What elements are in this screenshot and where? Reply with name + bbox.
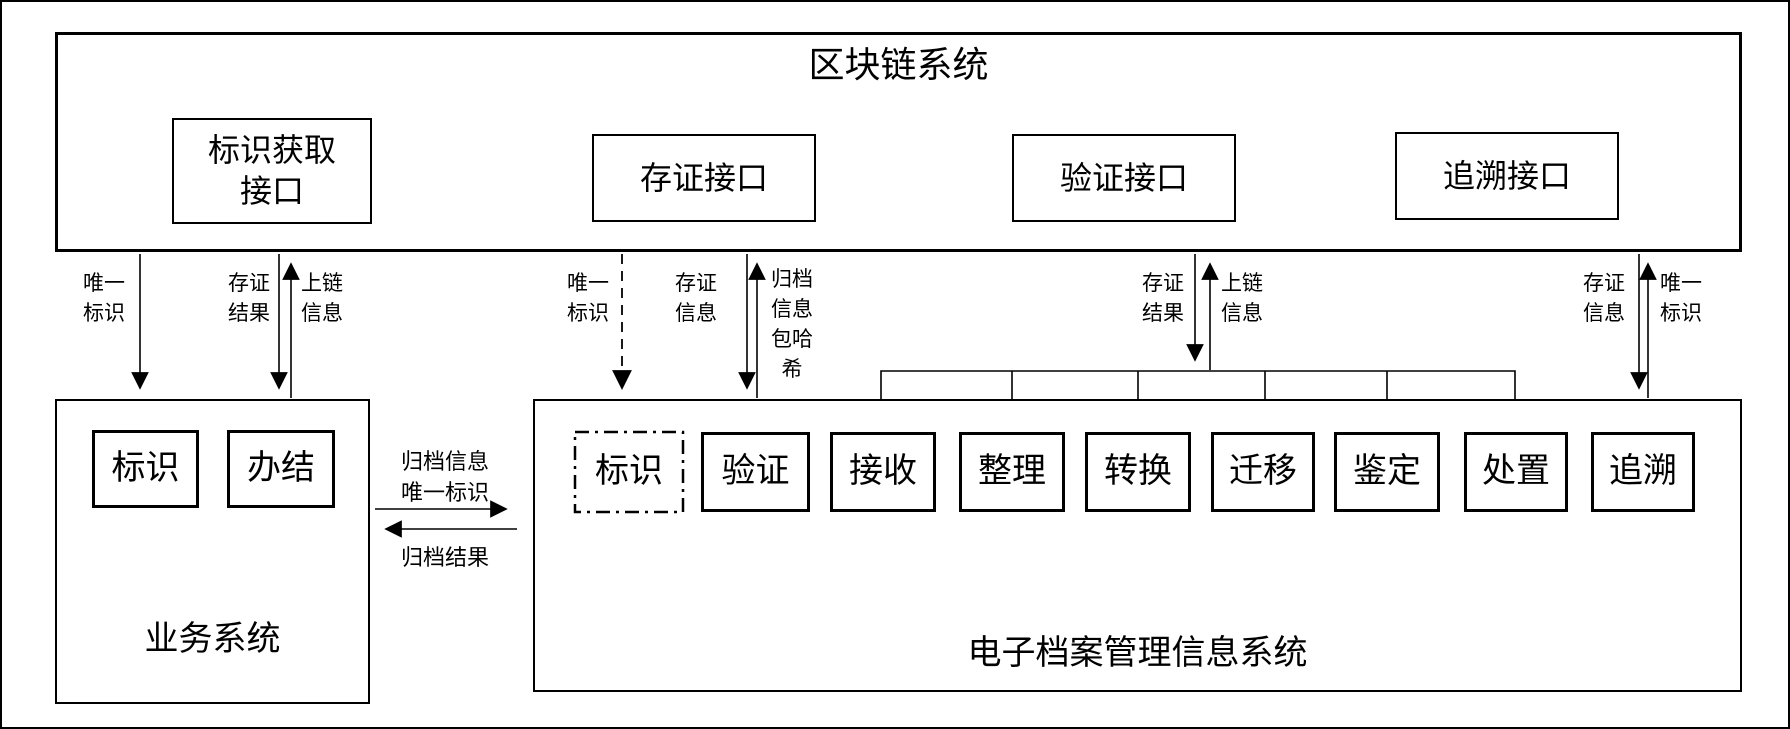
bridge-label-archive-result: 归档结果 xyxy=(400,545,490,570)
flow-label-unique-id-trace: 唯一 标识 xyxy=(1660,271,1702,325)
archive-module-appraise: 鉴定 xyxy=(1334,432,1440,512)
archive-module-verify: 验证 xyxy=(701,432,810,512)
flow-label-evidence-info-trace: 存证 信息 xyxy=(1583,271,1625,325)
archive-module-trace: 追溯 xyxy=(1591,432,1695,512)
flow-label-evidence-result-left: 存证 结果 xyxy=(228,271,270,325)
flow-label-evidence-result-verify: 存证 结果 xyxy=(1142,271,1184,325)
archive-module-dispose: 处置 xyxy=(1464,432,1568,512)
archive-module-migrate: 迁移 xyxy=(1211,432,1315,512)
archive-module-id: 标识 xyxy=(595,453,663,490)
archive-system-title: 电子档案管理信息系统 xyxy=(967,635,1308,672)
archive-module-arrange: 整理 xyxy=(959,432,1065,512)
interface-box-evidence: 存证接口 xyxy=(592,134,816,222)
bridge-label-archive-info-unique-id: 归档信息 唯一标识 xyxy=(400,449,490,505)
business-module-id: 标识 xyxy=(92,430,199,508)
blockchain-system-title: 区块链系统 xyxy=(808,45,989,85)
flow-label-evidence-info-mid: 存证 信息 xyxy=(675,271,717,325)
business-module-close: 办结 xyxy=(227,430,335,508)
flow-label-archive-package-hash: 归档 信息 包哈 希 xyxy=(771,267,813,381)
interface-box-verify: 验证接口 xyxy=(1012,134,1236,222)
flow-label-unique-id-left: 唯一 标识 xyxy=(83,271,125,325)
flow-label-unique-id-mid: 唯一 标识 xyxy=(567,271,609,325)
interface-box-trace: 追溯接口 xyxy=(1395,132,1619,220)
archive-module-receive: 接收 xyxy=(830,432,936,512)
archive-module-convert: 转换 xyxy=(1085,432,1191,512)
flow-label-onchain-info-left: 上链 信息 xyxy=(301,271,343,325)
interface-box-id-acquire: 标识获取 接口 xyxy=(172,118,372,224)
bus-connector-comb xyxy=(880,370,1516,399)
business-system-title: 业务系统 xyxy=(144,621,281,658)
flow-label-onchain-info-verify: 上链 信息 xyxy=(1221,271,1263,325)
